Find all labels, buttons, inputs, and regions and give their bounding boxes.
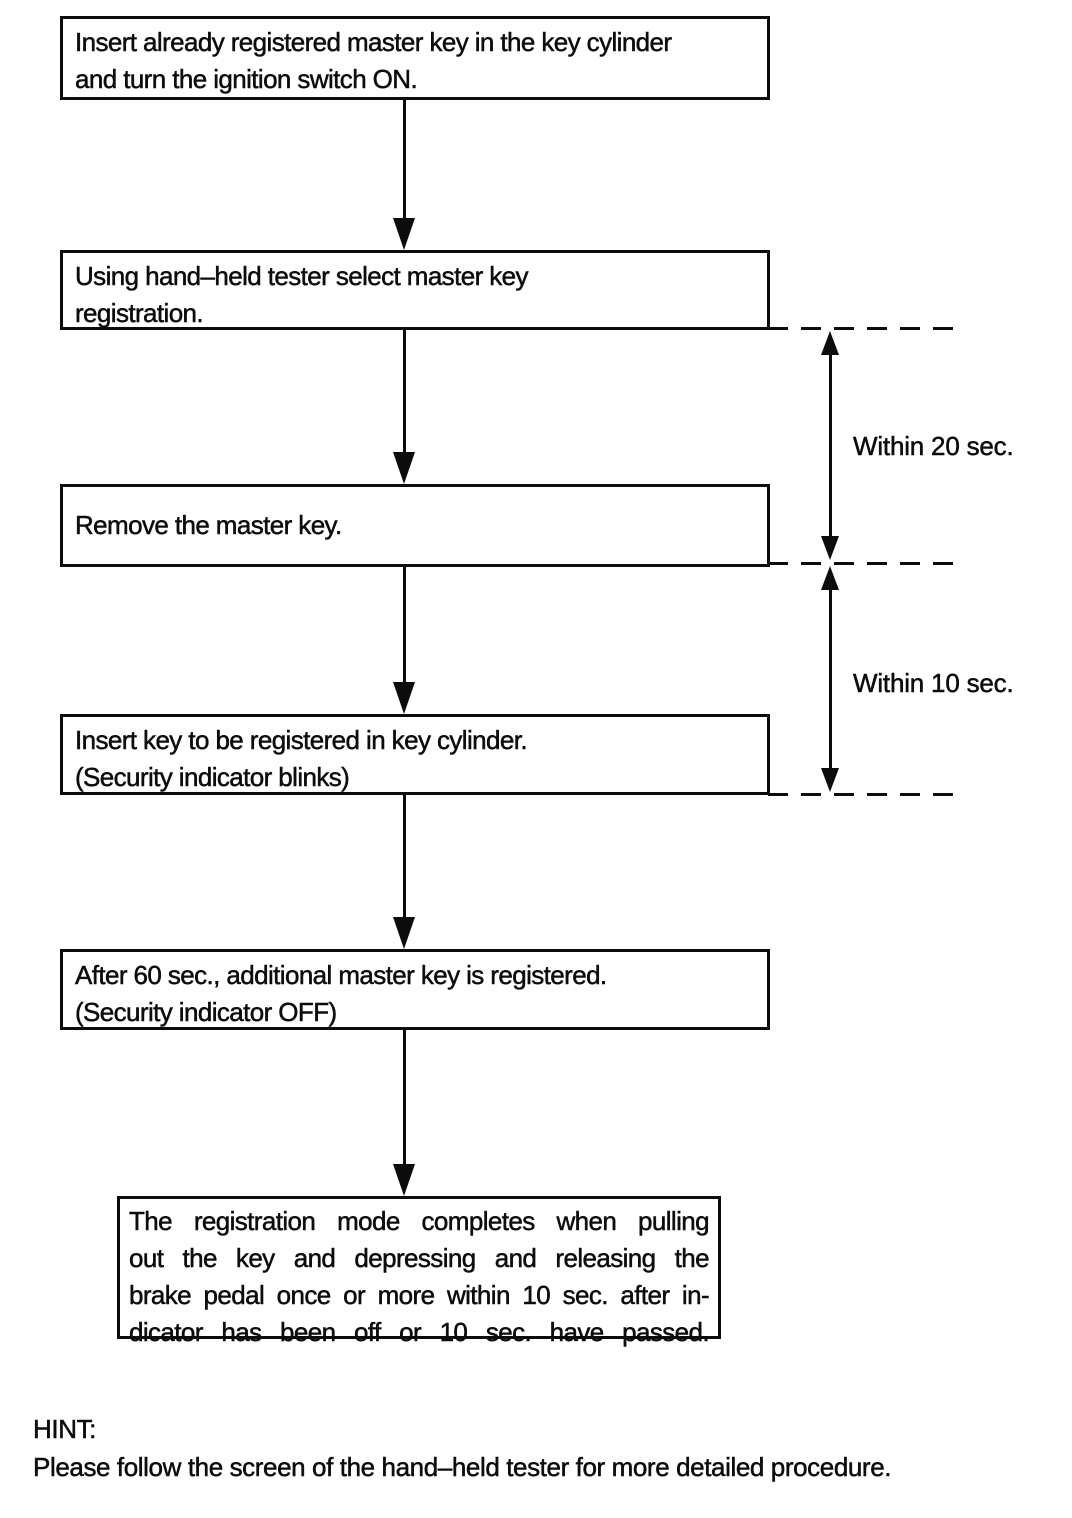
- flow-step-6: The registration mode completes when pul…: [117, 1196, 721, 1347]
- double-arrow-20sec: [819, 331, 841, 560]
- flow-step-2: Using hand–held tester select master key…: [60, 250, 770, 330]
- connector-arrow-shaft-4: [403, 795, 406, 919]
- connector-arrow-shaft-2: [403, 330, 406, 454]
- down-arrow-icon: [393, 1164, 415, 1196]
- hint-text: Please follow the screen of the hand–hel…: [33, 1452, 892, 1483]
- double-arrow-10sec: [819, 566, 841, 792]
- flow-step-3: Remove the master key.: [60, 484, 770, 567]
- dashed-extension-line-2: [768, 562, 955, 565]
- timing-label-20sec: Within 20 sec.: [853, 431, 1014, 462]
- connector-arrow-shaft-3: [403, 567, 406, 684]
- dashed-extension-line-3: [768, 793, 955, 796]
- flow-step-4: Insert key to be registered in key cylin…: [60, 714, 770, 795]
- up-arrow-icon: [821, 331, 839, 355]
- timing-label-10sec: Within 10 sec.: [853, 668, 1014, 699]
- down-arrow-icon: [393, 452, 415, 484]
- up-arrow-icon: [821, 566, 839, 590]
- connector-arrow-shaft-1: [403, 100, 406, 220]
- down-arrow-icon: [821, 768, 839, 792]
- flow-step-5: After 60 sec., additional master key is …: [60, 949, 770, 1030]
- down-arrow-icon: [393, 682, 415, 714]
- flow-step-1: Insert already registered master key in …: [60, 16, 770, 100]
- hint-block: HINT: Please follow the screen of the ha…: [33, 1410, 892, 1486]
- down-arrow-icon: [393, 218, 415, 250]
- connector-arrow-shaft-5: [403, 1030, 406, 1166]
- dashed-extension-line-1: [768, 327, 955, 330]
- down-arrow-icon: [821, 536, 839, 560]
- down-arrow-icon: [393, 917, 415, 949]
- hint-title: HINT:: [33, 1414, 97, 1445]
